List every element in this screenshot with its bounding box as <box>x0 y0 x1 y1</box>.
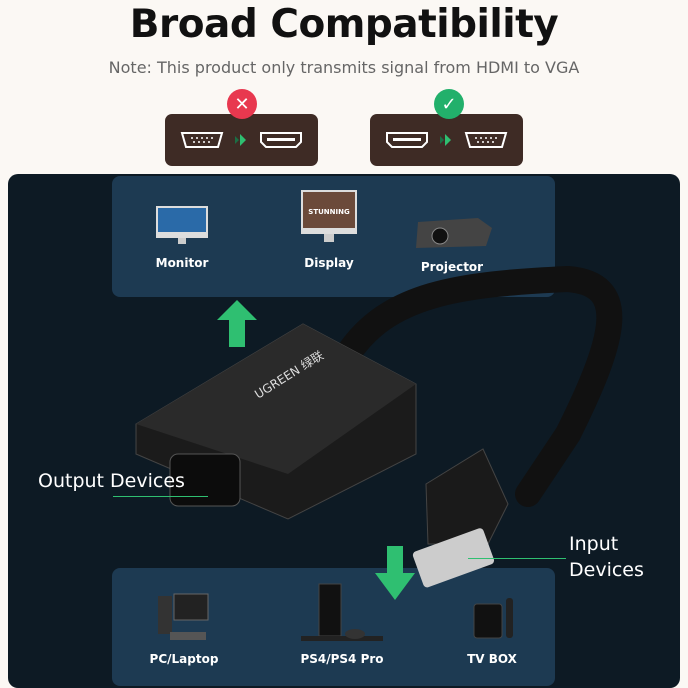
device-pc-laptop: PC/Laptop <box>129 590 239 666</box>
device-display: STUNNING Display <box>274 188 384 270</box>
projector-icon <box>416 218 492 248</box>
hdmi-to-vga-supported <box>370 114 523 166</box>
ps4-icon <box>301 583 383 641</box>
check-icon: ✓ <box>434 89 464 119</box>
arrow-right-icon <box>235 134 247 146</box>
output-devices-panel: Monitor STUNNING Display Projector <box>112 176 555 297</box>
note-text: Note: This product only transmits signal… <box>108 58 580 77</box>
output-pointer-line <box>113 496 208 497</box>
monitor-icon <box>156 206 208 244</box>
x-icon: ✕ <box>227 89 257 119</box>
hdmi-connector <box>412 528 495 588</box>
page-title: Broad Compatibility <box>129 2 559 47</box>
input-devices-panel: PC/Laptop PS4/PS4 Pro TV BOX <box>112 568 555 686</box>
vga-port-icon <box>464 132 508 148</box>
arrow-right-icon <box>440 134 452 146</box>
display-icon: STUNNING <box>301 190 357 242</box>
adapter-illustration: UGREEN 绿联 <box>135 265 623 600</box>
arrow-down-icon <box>375 546 415 600</box>
device-monitor: Monitor <box>127 204 237 270</box>
output-devices-label: Output Devices <box>38 470 185 492</box>
device-ps4: PS4/PS4 Pro <box>287 580 397 666</box>
input-pointer-line <box>468 558 566 559</box>
diagram-panel: Monitor STUNNING Display Projector PC/La… <box>8 174 680 688</box>
hdmi-port-icon <box>386 132 429 148</box>
svg-text:STUNNING: STUNNING <box>308 208 350 216</box>
device-projector: Projector <box>397 214 507 274</box>
vga-to-hdmi-unsupported <box>165 114 318 166</box>
hdmi-port-icon <box>259 132 302 148</box>
vga-port-icon <box>180 132 224 148</box>
pc-icon <box>158 593 209 640</box>
input-devices-label: Input Devices <box>569 533 644 581</box>
device-tv-box: TV BOX <box>437 594 547 666</box>
tv-box-icon <box>473 598 513 639</box>
arrow-up-icon <box>217 300 257 347</box>
vga-connector <box>169 453 241 507</box>
